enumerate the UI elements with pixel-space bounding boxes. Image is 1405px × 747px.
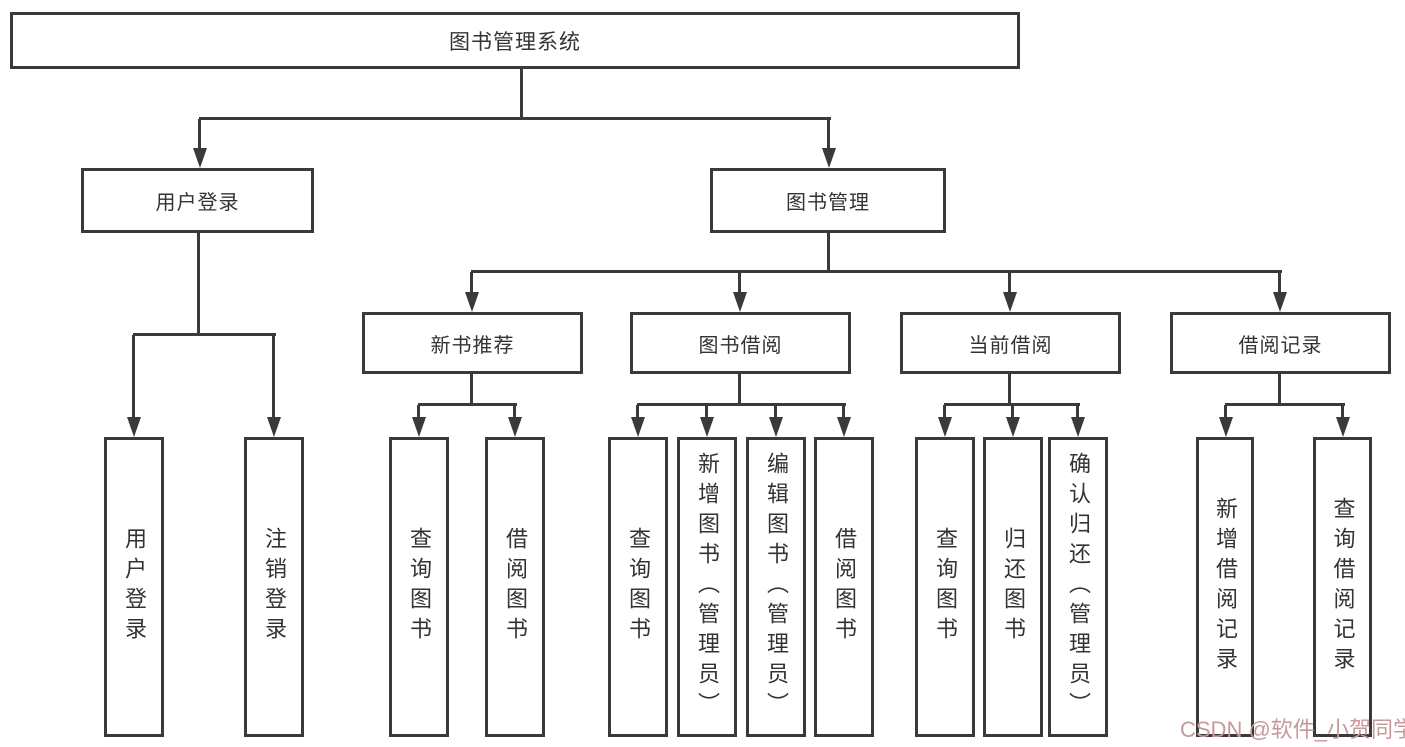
- leaf-br-add-record: 新增借阅记录: [1196, 437, 1254, 737]
- connector-hline: [418, 403, 517, 406]
- node-label: 用户登录: [155, 192, 240, 214]
- leaf-bb-add-book-admin: 新增图书（管理员）: [677, 437, 737, 737]
- arrowhead-down-icon: [733, 292, 747, 312]
- connector-hline: [471, 270, 1282, 273]
- arrowhead-down-icon: [267, 417, 281, 437]
- arrowhead-down-icon: [837, 417, 851, 437]
- arrowhead-down-icon: [1006, 417, 1020, 437]
- arrowhead-down-icon: [769, 417, 783, 437]
- arrowhead-down-icon: [1071, 417, 1085, 437]
- leaf-user-login: 用户登录: [104, 437, 164, 737]
- connector-hline: [637, 403, 846, 406]
- leaf-nbr-query-book: 查询图书: [389, 437, 449, 737]
- connector-arrow-line: [198, 119, 201, 150]
- connector-vline: [827, 233, 830, 272]
- connector-arrow-line: [1341, 405, 1344, 419]
- node-label: 新增借阅记录: [1213, 497, 1238, 677]
- node-label: 查询图书: [626, 527, 651, 647]
- arrowhead-down-icon: [193, 148, 207, 168]
- leaf-cb-query-book: 查询图书: [915, 437, 975, 737]
- connector-arrow-line: [1076, 405, 1079, 419]
- leaf-bb-edit-book-admin: 编辑图书（管理员）: [746, 437, 806, 737]
- connector-arrow-line: [272, 335, 275, 419]
- connector-arrow-line: [943, 405, 946, 419]
- connector-vline: [470, 374, 473, 405]
- connector-hline: [1225, 403, 1345, 406]
- arrowhead-down-icon: [412, 417, 426, 437]
- node-label: 借阅图书: [832, 527, 857, 647]
- connector-arrow-line: [842, 405, 845, 419]
- node-label: 用户登录: [122, 527, 147, 647]
- connector-arrow-line: [738, 272, 741, 294]
- node-new-book-recommend: 新书推荐: [362, 312, 583, 374]
- node-label: 新增图书（管理员）: [695, 452, 720, 722]
- connector-arrow-line: [513, 405, 516, 419]
- node-label: 当前借阅: [968, 334, 1053, 357]
- connector-arrow-line: [774, 405, 777, 419]
- leaf-bb-query-book: 查询图书: [608, 437, 668, 737]
- connector-arrow-line: [636, 405, 639, 419]
- connector-vline: [1008, 374, 1011, 405]
- connector-vline: [738, 374, 741, 405]
- leaf-nbr-borrow-book: 借阅图书: [485, 437, 545, 737]
- node-label: 新书推荐: [430, 334, 515, 357]
- connector-arrow-line: [417, 405, 420, 419]
- arrowhead-down-icon: [1273, 292, 1287, 312]
- connector-vline: [1278, 374, 1281, 405]
- node-label: 注销登录: [262, 527, 287, 647]
- watermark: CSDN @软件_小贺同学: [1180, 717, 1405, 742]
- node-label: 图书管理: [786, 192, 870, 214]
- node-label: 查询借阅记录: [1330, 497, 1356, 677]
- node-label: 查询图书: [933, 527, 958, 647]
- arrowhead-down-icon: [631, 417, 645, 437]
- leaf-logout: 注销登录: [244, 437, 304, 737]
- arrowhead-down-icon: [938, 417, 952, 437]
- connector-vline: [520, 69, 523, 119]
- node-book-borrow: 图书借阅: [630, 312, 851, 374]
- arrowhead-down-icon: [508, 417, 522, 437]
- connector-hline: [944, 403, 1080, 406]
- node-label: 图书管理系统: [449, 30, 581, 54]
- connector-vline: [197, 233, 200, 335]
- arrowhead-down-icon: [127, 417, 141, 437]
- arrowhead-down-icon: [465, 292, 479, 312]
- node-label: 编辑图书（管理员）: [764, 452, 789, 722]
- node-label: 归还图书: [1001, 527, 1026, 647]
- leaf-cb-return-book: 归还图书: [983, 437, 1043, 737]
- arrowhead-down-icon: [1336, 417, 1350, 437]
- node-label: 确认归还（管理员）: [1066, 452, 1091, 722]
- connector-hline: [199, 117, 831, 120]
- node-label: 借阅图书: [503, 527, 528, 647]
- arrowhead-down-icon: [822, 148, 836, 168]
- leaf-bb-borrow-book: 借阅图书: [814, 437, 874, 737]
- arrowhead-down-icon: [700, 417, 714, 437]
- arrowhead-down-icon: [1219, 417, 1233, 437]
- node-label: 查询图书: [407, 527, 432, 647]
- connector-arrow-line: [1011, 405, 1014, 419]
- node-label: 图书借阅: [698, 334, 783, 357]
- node-label: 借阅记录: [1238, 334, 1323, 357]
- leaf-cb-confirm-return-admin: 确认归还（管理员）: [1048, 437, 1108, 737]
- connector-arrow-line: [470, 272, 473, 294]
- node-user-login: 用户登录: [81, 168, 314, 233]
- connector-arrow-line: [705, 405, 708, 419]
- connector-arrow-line: [132, 335, 135, 419]
- node-borrow-records: 借阅记录: [1170, 312, 1391, 374]
- connector-arrow-line: [1008, 272, 1011, 294]
- arrowhead-down-icon: [1003, 292, 1017, 312]
- leaf-br-query-record: 查询借阅记录: [1313, 437, 1372, 737]
- connector-arrow-line: [1278, 272, 1281, 294]
- node-library-system: 图书管理系统: [10, 12, 1020, 69]
- connector-arrow-line: [1224, 405, 1227, 419]
- node-book-management: 图书管理: [710, 168, 946, 233]
- connector-arrow-line: [827, 119, 830, 150]
- connector-hline: [133, 333, 276, 336]
- node-current-borrow: 当前借阅: [900, 312, 1121, 374]
